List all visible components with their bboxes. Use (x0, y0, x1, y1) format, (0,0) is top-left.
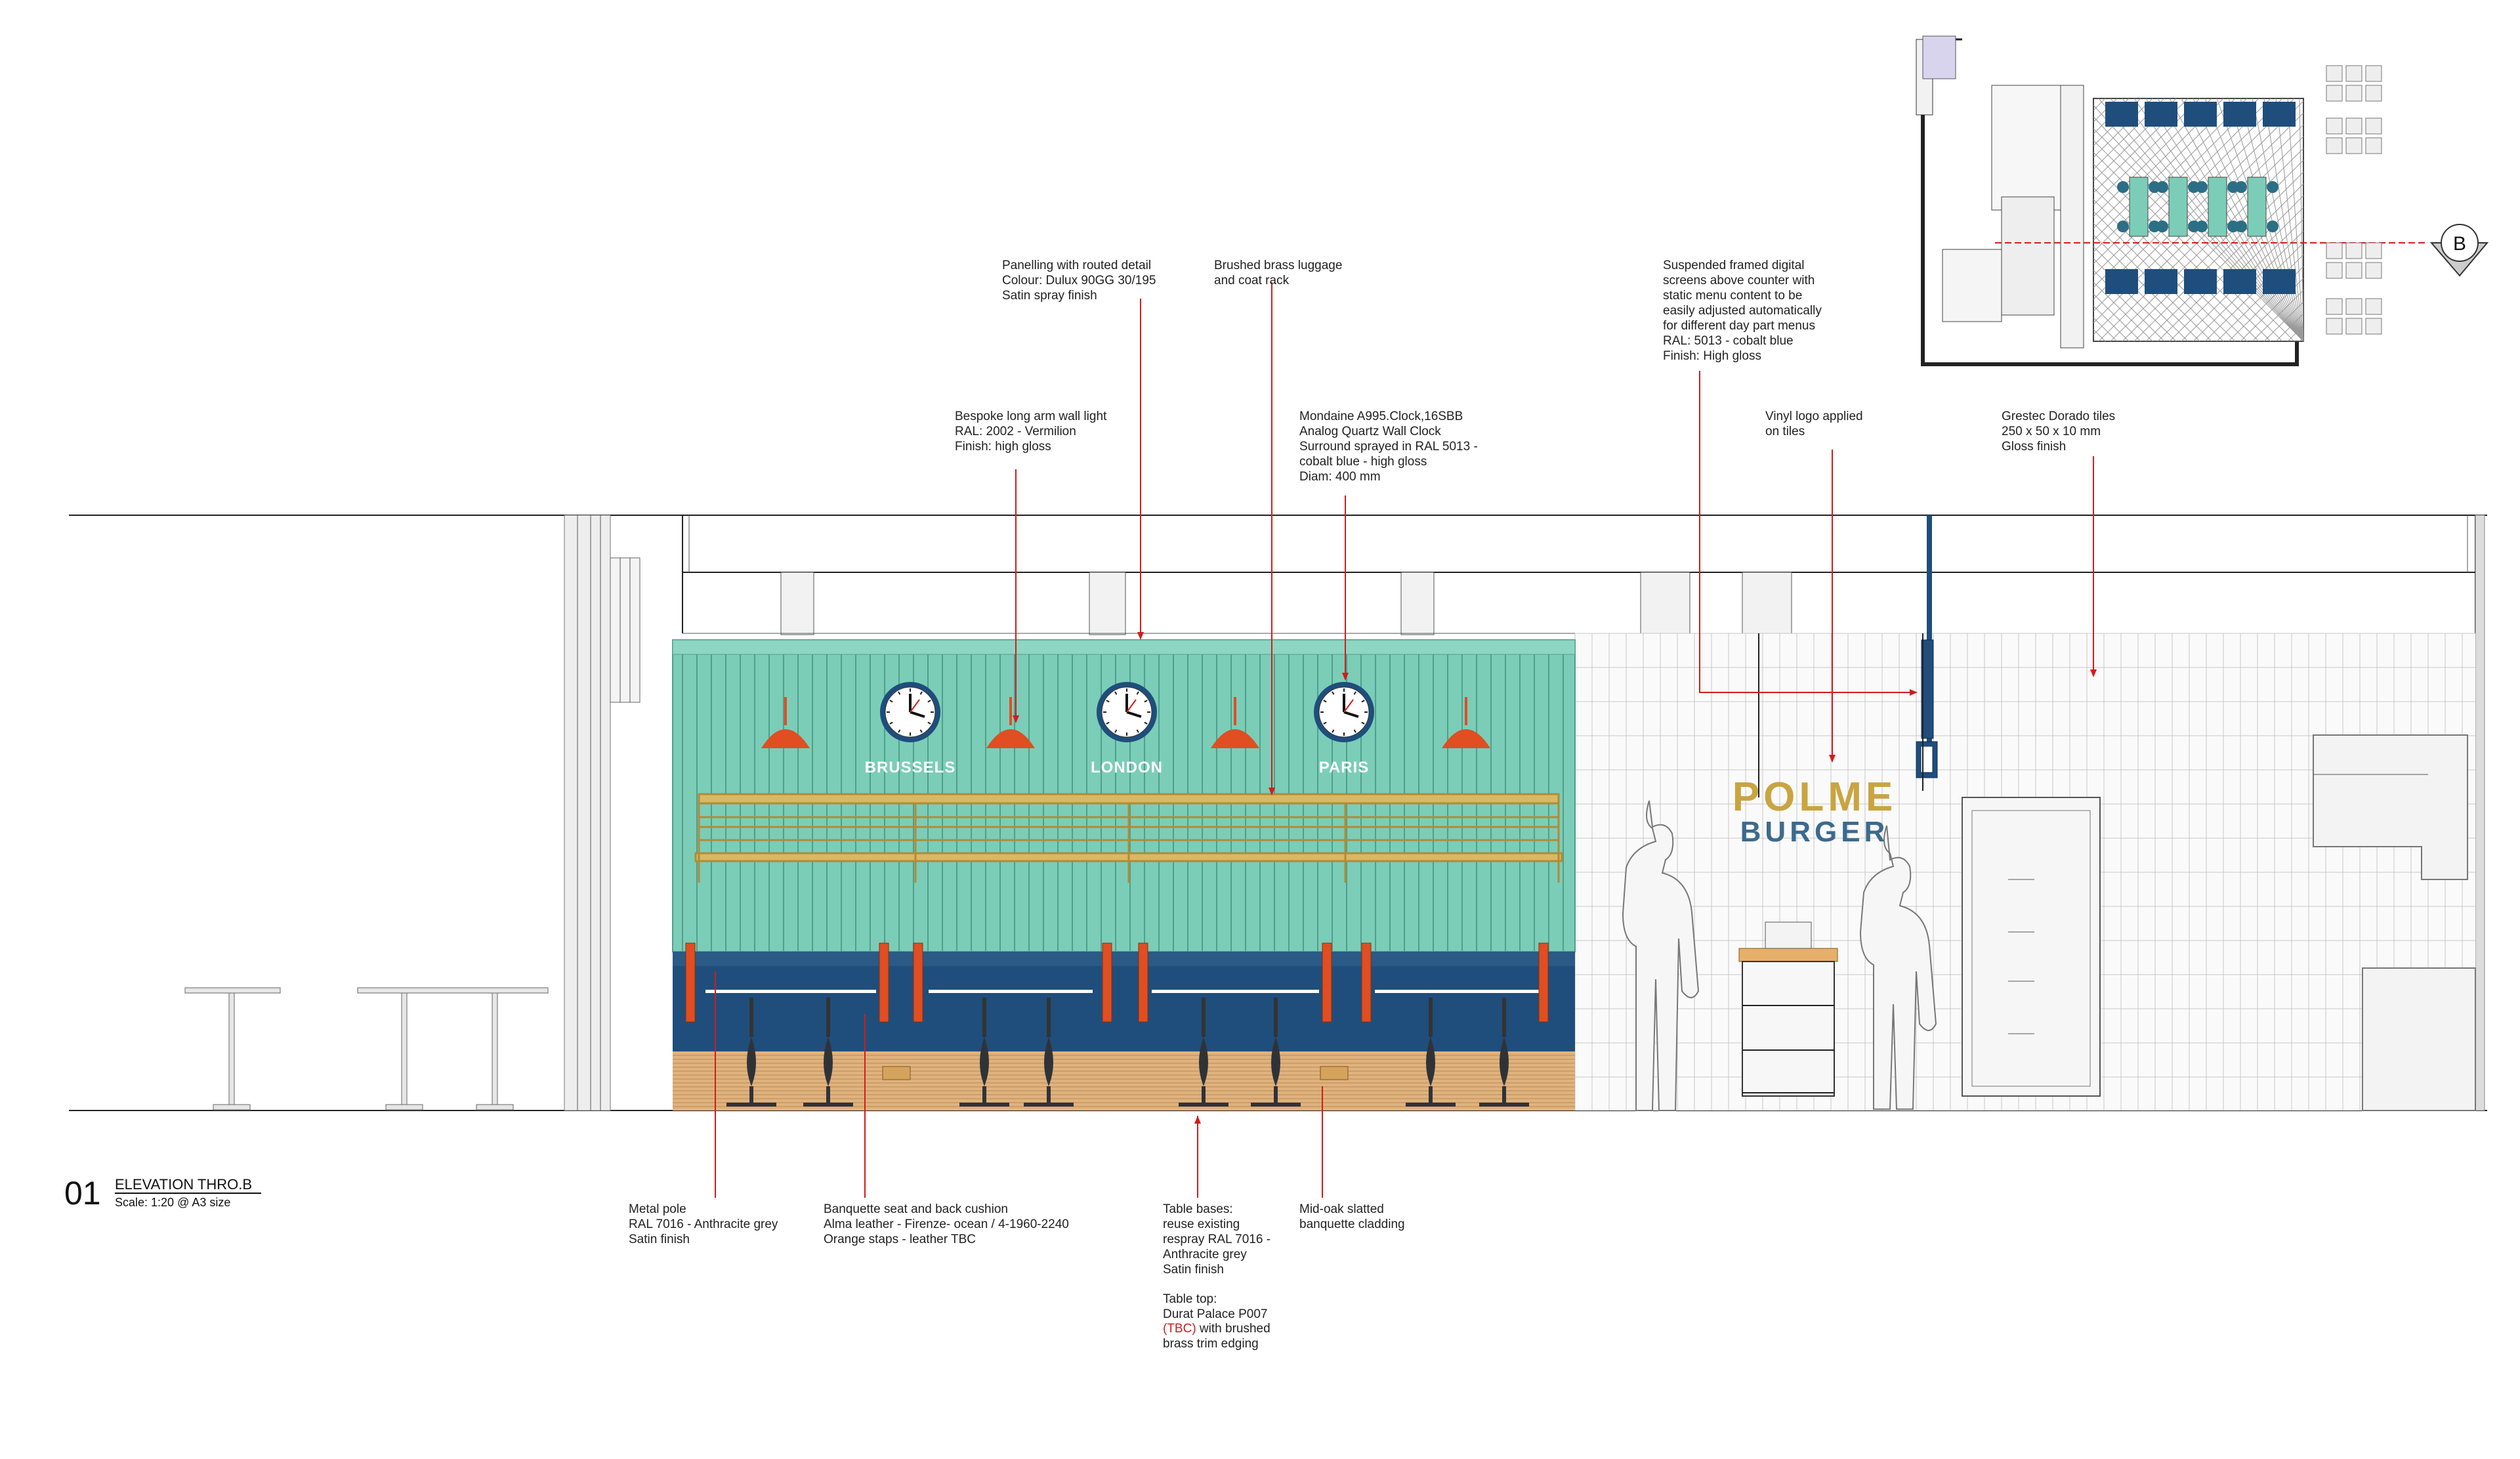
banquette (673, 942, 1575, 1110)
city-label-paris: PARIS (1319, 759, 1370, 776)
note-screens-line-6: RAL: 5013 - cobalt blue (1663, 334, 1794, 348)
wall-light-3 (1211, 697, 1259, 748)
note-wall-light-line-3: Finish: high gloss (955, 440, 1051, 454)
note-cladding-line-2: banquette cladding (1299, 1217, 1405, 1231)
logo-line-1: POLME (1732, 774, 1897, 820)
note-table-bases-line-3: respray RAL 7016 - (1163, 1233, 1270, 1246)
high-tables (184, 987, 549, 1110)
note-wall-light-line-1: Bespoke long arm wall light (955, 410, 1107, 423)
brass-luggage-rack (694, 793, 1563, 883)
note-screens-line-1: Suspended framed digital (1663, 259, 1804, 272)
note-screens-line-4: easily adjusted automatically (1663, 304, 1822, 318)
wall-clocks (880, 682, 1374, 742)
note-table-bases-line-2: reuse existing (1163, 1217, 1240, 1231)
note-tiles-line-3: Gloss finish (2002, 440, 2066, 454)
human-figures (1622, 800, 1937, 1111)
note-banquette-line-3: Orange staps - leather TBC (824, 1233, 976, 1246)
note-brass-rack-line-2: and coat rack (1214, 274, 1290, 287)
note-table-bases-line-1: Table bases: (1163, 1202, 1233, 1216)
note-table-top-trim: brass trim edging (1163, 1337, 1259, 1351)
city-label-london: LONDON (1091, 759, 1163, 776)
note-clock-line-3: Surround sprayed in RAL 5013 - (1299, 440, 1478, 454)
note-screens-line-5: for different day part menus (1663, 319, 1815, 333)
key-plan: B (1916, 35, 2489, 366)
note-table-bases-line-5: Satin finish (1163, 1263, 1224, 1277)
note-metal-pole-line-2: RAL 7016 - Anthracite grey (629, 1217, 778, 1231)
digital-screen (1916, 515, 1938, 778)
note-screens-line-7: Finish: High gloss (1663, 349, 1761, 363)
note-cladding-line-1: Mid-oak slatted (1299, 1202, 1384, 1216)
tiled-wall (1574, 633, 2476, 1111)
note-vinyl-logo-line-1: Vinyl logo applied (1765, 410, 1863, 423)
city-label-brussels: BRUSSELS (865, 759, 956, 776)
note-table-top-tbc-line: (TBC) with brushed (1163, 1322, 1270, 1336)
note-table-bases-line-4: Anthracite grey (1163, 1248, 1247, 1261)
drawing-number: 01 (64, 1175, 101, 1212)
note-table-top-a-line-2: Durat Palace P007 (1163, 1307, 1268, 1321)
note-panelling-line-2: Colour: Dulux 90GG 30/195 (1002, 274, 1156, 287)
wall-light-2 (986, 697, 1035, 748)
note-banquette-line-2: Alma leather - Firenze- ocean / 4-1960-2… (824, 1217, 1069, 1231)
section-marker-label: B (2453, 233, 2466, 255)
wall-light-4 (1442, 697, 1490, 748)
note-banquette-line-1: Banquette seat and back cushion (824, 1202, 1008, 1216)
note-vinyl-logo-line-2: on tiles (1765, 425, 1805, 438)
note-panelling-line-1: Panelling with routed detail (1002, 259, 1151, 272)
section-marker-circle (2441, 224, 2479, 262)
note-clock-line-1: Mondaine A995.Clock,16SBB (1299, 410, 1463, 423)
drawing-scale: Scale: 1:20 @ A3 size (115, 1196, 230, 1209)
note-tiles-line-1: Grestec Dorado tiles (2002, 410, 2115, 423)
note-clock-line-2: Analog Quartz Wall Clock (1299, 425, 1441, 438)
note-clock-line-5: Diam: 400 mm (1299, 470, 1381, 484)
title-block: 01 ELEVATION THRO.B Scale: 1:20 @ A3 siz… (64, 1175, 261, 1212)
note-screens-line-3: static menu content to be (1663, 289, 1802, 303)
note-brass-rack-line-1: Brushed brass luggage (1214, 259, 1342, 272)
note-metal-pole-line-1: Metal pole (629, 1202, 686, 1216)
wall-lights (761, 697, 1490, 748)
room-outline (69, 515, 2487, 1111)
note-tiles-line-2: 250 x 50 x 10 mm (2002, 425, 2101, 438)
leader-lines (715, 282, 2097, 1198)
note-screens-line-2: screens above counter with (1663, 274, 1815, 287)
note-table-top-a-line-1: Table top: (1163, 1292, 1217, 1306)
note-wall-light-line-2: RAL: 2002 - Vermilion (955, 425, 1076, 438)
note-panelling-line-3: Satin spray finish (1002, 289, 1097, 303)
drawing-title: ELEVATION THRO.B (115, 1176, 252, 1193)
note-clock-line-4: cobalt blue - high gloss (1299, 455, 1427, 469)
clock-2 (1097, 682, 1157, 742)
wall-light-1 (761, 697, 810, 748)
service-trolley (1738, 921, 1838, 1097)
clock-3 (1314, 682, 1374, 742)
note-metal-pole-line-3: Satin finish (629, 1233, 690, 1246)
logo-line-2: BURGER (1740, 816, 1889, 848)
clock-1 (880, 682, 940, 742)
